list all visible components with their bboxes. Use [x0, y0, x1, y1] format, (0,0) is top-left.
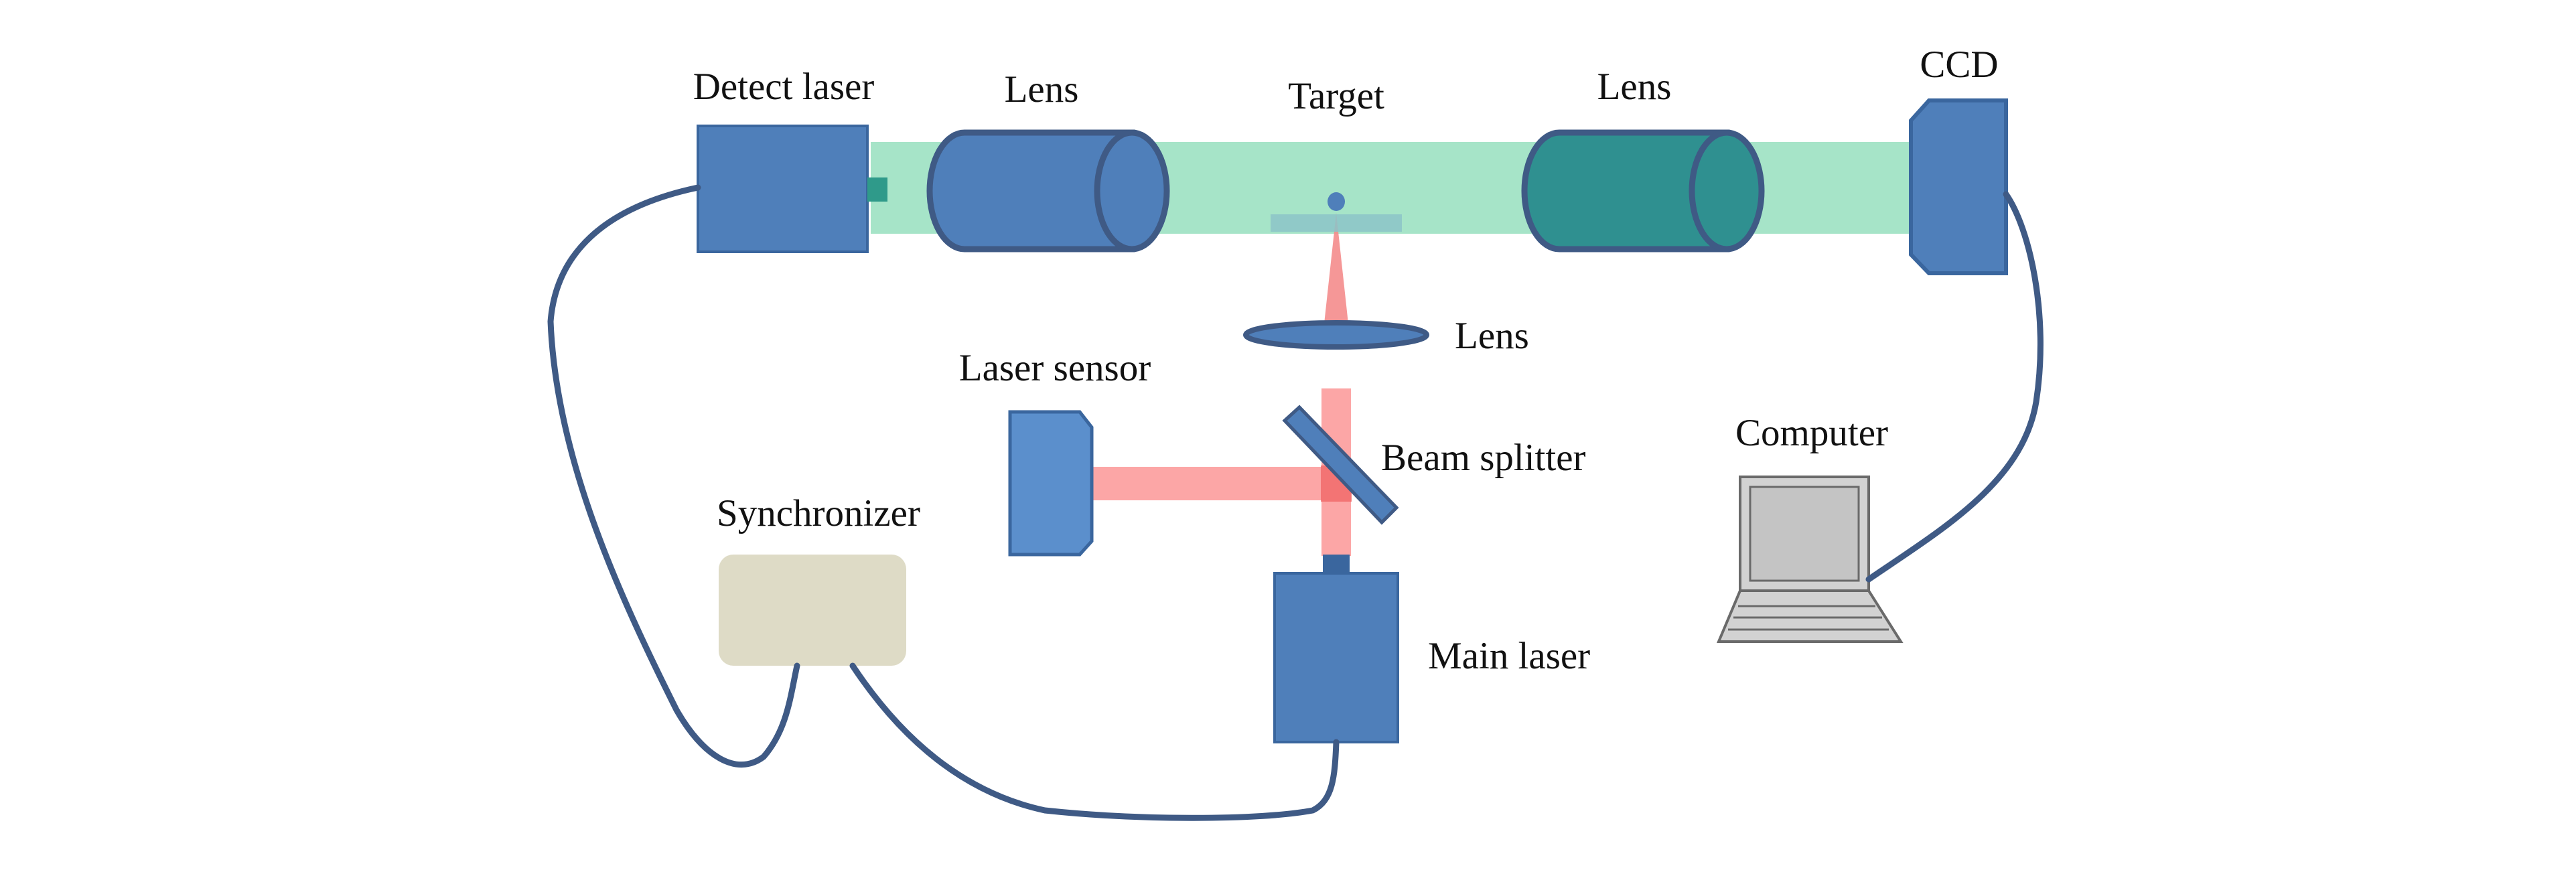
laser-sensor: [1008, 410, 1094, 557]
label-detect-laser: Detect laser: [693, 66, 875, 108]
cable-ccd-to-computer: [1865, 191, 2044, 583]
computer-keyboard-base: [1716, 589, 1904, 643]
label-ccd: CCD: [1920, 44, 1998, 86]
label-main-laser: Main laser: [1428, 635, 1590, 677]
lens-right-face: [1689, 129, 1765, 252]
beam-splitter: [1282, 405, 1399, 525]
synchronizer-box: [719, 555, 906, 666]
detect-laser-box: [697, 125, 869, 253]
main-laser-box: [1273, 572, 1399, 743]
target-particle: [1328, 192, 1345, 211]
computer-icon: [1716, 476, 1904, 643]
detect-laser-nozzle: [867, 177, 887, 202]
target-plate: [1271, 214, 1402, 232]
lens-left-face: [1094, 129, 1170, 252]
focus-lens: [1243, 320, 1429, 350]
label-target: Target: [1288, 75, 1384, 117]
main-laser-nozzle: [1323, 555, 1350, 573]
label-beam-splitter: Beam splitter: [1381, 437, 1586, 479]
lens-left-body: [926, 129, 1135, 252]
label-lens-left: Lens: [1005, 68, 1079, 111]
pump-beam-focus-cone: [1321, 213, 1351, 348]
pump-beam-to-sensor: [1092, 467, 1340, 500]
cable-detect-laser-to-synchronizer: [547, 184, 800, 768]
label-lens-focus: Lens: [1455, 315, 1529, 357]
lens-right-body: [1521, 129, 1730, 252]
label-laser-sensor: Laser sensor: [959, 347, 1151, 389]
label-lens-right: Lens: [1597, 66, 1672, 108]
cable-synchronizer-to-main-laser: [849, 662, 1340, 821]
computer-screen: [1749, 486, 1860, 582]
ccd-camera: [1909, 98, 2008, 275]
label-synchronizer: Synchronizer: [717, 492, 920, 534]
label-computer: Computer: [1735, 412, 1888, 454]
